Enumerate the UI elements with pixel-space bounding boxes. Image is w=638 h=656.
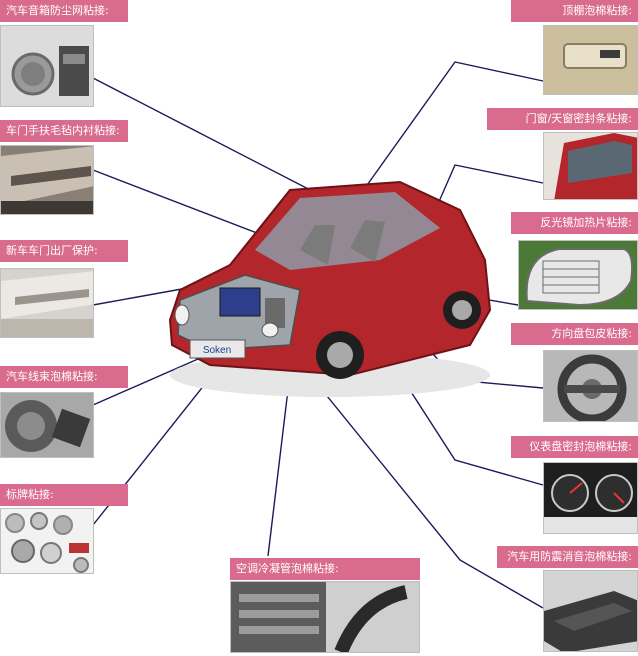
dash-seal-photo (543, 462, 638, 534)
car-cutaway-illustration: Soken (150, 170, 500, 410)
front-bumper-plate (189, 339, 246, 359)
line-speaker (92, 77, 321, 196)
label-door-seal: 门窗/天窗密封条粘接: (487, 108, 638, 130)
label-harness-foam: 汽车线束泡棉粘接: (0, 366, 128, 388)
line-antivibe (309, 374, 544, 609)
steering-leather-photo (543, 350, 638, 422)
roof-foam-photo (543, 25, 638, 95)
car-logo-text: Soken (203, 345, 231, 356)
line-roof (364, 61, 544, 189)
door-armrest-photo (0, 145, 94, 215)
label-roof-foam: 顶棚泡棉粘接: (511, 0, 638, 22)
engine-block (219, 287, 261, 317)
label-speaker-mesh: 汽车音箱防尘网粘接: (0, 0, 128, 22)
door-protect-photo (0, 268, 94, 338)
label-badge: 标牌粘接: (0, 484, 128, 506)
badge-photo (0, 508, 94, 574)
mirror-heat-photo (518, 240, 638, 310)
label-ac-pipe: 空调冷凝管泡棉粘接: (230, 558, 420, 580)
label-mirror-heat: 反光镜加热片粘接: (511, 212, 638, 234)
door-seal-photo (543, 132, 638, 200)
label-antivibe-foam: 汽车用防震消音泡棉粘接: (497, 546, 638, 568)
antivibe-foam-photo (543, 570, 638, 652)
speaker-mesh-photo (0, 25, 94, 107)
ac-pipe-photo (230, 581, 420, 653)
label-dash-seal: 仪表盘密封泡棉粘接: (511, 436, 638, 458)
label-door-armrest: 车门手扶毛毡内衬粘接: (0, 120, 128, 142)
harness-foam-photo (0, 392, 94, 458)
label-door-protect: 新车车门出厂保护: (0, 240, 128, 262)
label-steering-leather: 方向盘包皮粘接: (511, 323, 638, 345)
